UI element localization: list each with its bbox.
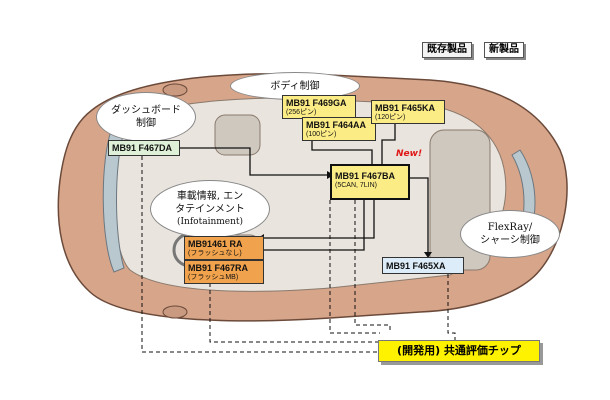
windshield [102,127,125,273]
chip-mb91f467ra-sub: (フラッシュMB) [188,274,239,281]
chip-mb91461ra-sub: (フラッシュなし) [188,250,242,257]
bubble-flexray-chassis: FlexRay/ シャーシ制御 [460,210,560,258]
chip-mb91f465ka-name: MB91 F465KA [375,103,436,113]
bubble-flexray-line-2: シャーシ制御 [480,235,540,246]
chip-mb91f467ra-name: MB91 F467RA [188,263,249,273]
chip-mb91f467ba: MB91 F467BA (5CAN, 7LIN) [330,164,410,200]
chip-mb91f467ra: MB91 F467RA (フラッシュMB) [184,260,264,284]
bubble-infotainment-line-3: (Infotainment) [176,216,244,227]
eval-chip: (開発用) 共通評価チップ [378,340,540,362]
chip-mb91f469ga-sub: (256ピン) [286,109,317,116]
chip-mb91f467da: MB91 F467DA [108,140,180,156]
chip-mb91f465ka: MB91 F465KA (120ピン) [371,100,445,124]
chip-mb91f465xa: MB91 F465XA [382,257,464,274]
chip-mb91f467ba-sub: (5CAN, 7LIN) [335,182,378,189]
chip-mb91f467ba-name: MB91 F467BA [335,171,396,181]
bubble-infotainment-line-2: タテインメント [175,203,245,215]
mirror-bottom [162,305,188,319]
chip-mb91f464aa: MB91 F464AA (100ピン) [302,117,376,141]
eval-links [141,156,456,353]
bubble-infotainment: 車載情報, エン タテインメント (Infotainment) [150,180,270,238]
bubble-body-line-1: ボディ制御 [270,80,320,92]
chip-mb91f469ga: MB91 F469GA (256ピン) [282,95,356,119]
bubble-infotainment-line-1: 車載情報, エン [176,190,244,202]
legend-new: 新製品 [484,42,524,58]
legend-existing: 既存製品 [422,42,472,58]
bubble-dashboard-line-1: ダッシュボード [111,105,181,116]
chip-mb91461ra: MB91461 RA (フラッシュなし) [184,236,264,260]
bubble-dashboard-control: ダッシュボード 制御 [96,92,196,142]
chip-mb91f464aa-sub: (100ピン) [306,131,337,138]
chip-mb91f464aa-name: MB91 F464AA [306,120,367,130]
chip-mb91461ra-name: MB91461 RA [188,239,243,249]
chip-mb91f465xa-name: MB91 F465XA [386,261,446,271]
seat-front-left [214,114,261,156]
bubble-flexray-line-1: FlexRay/ [487,222,533,233]
new-tag: New! [396,149,423,159]
chip-mb91f469ga-name: MB91 F469GA [286,98,347,108]
chip-mb91f467da-name: MB91 F467DA [112,143,173,153]
chip-mb91f465ka-sub: (120ピン) [375,114,406,121]
bubble-dashboard-line-2: 制御 [136,118,156,129]
